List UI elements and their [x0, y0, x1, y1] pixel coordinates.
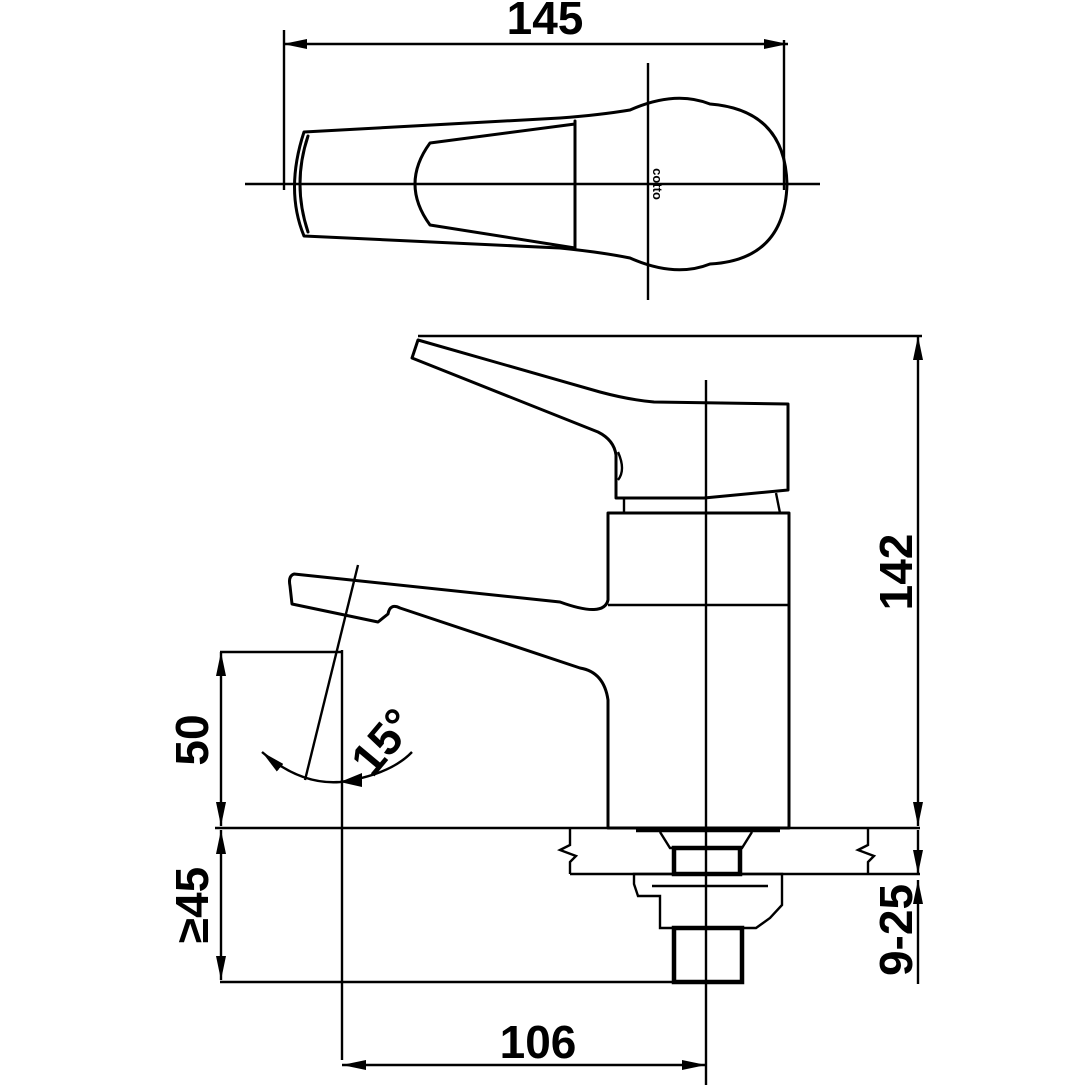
side-view: 15° 142 9-25 [166, 334, 923, 1085]
dimension-145-label: 145 [507, 0, 584, 44]
dimension-deck-thickness: 9-25 [870, 830, 923, 984]
dimension-overall-height: 142 [870, 336, 923, 826]
spout-angle-annotation: 15° [261, 564, 425, 787]
dimension-45-label: ≥45 [166, 867, 218, 943]
dimension-overall-length: 145 [282, 0, 788, 190]
lever-handle-recess [413, 122, 577, 250]
dimension-spout-reach: 106 [342, 1016, 706, 1070]
countertop-deck [215, 826, 920, 876]
top-view: 145 cotto [245, 0, 820, 300]
lever-handle-inner-edge [298, 134, 310, 234]
angle-15-label: 15° [340, 698, 425, 785]
dimension-142-label: 142 [870, 534, 922, 611]
faucet-body [288, 511, 791, 830]
lever-handle-side [410, 338, 790, 500]
dimension-50-label: 50 [166, 714, 218, 765]
mounting-fittings [632, 827, 784, 985]
brand-logo: cotto [650, 168, 665, 200]
dimension-9-25-label: 9-25 [870, 884, 922, 976]
dimension-min-tail-length: ≥45 [166, 830, 676, 984]
dimension-106-label: 106 [500, 1016, 577, 1068]
dimension-spout-height: 50 [166, 650, 342, 826]
lever-pivot-detail [616, 451, 624, 481]
lever-handle-outline [293, 96, 789, 272]
